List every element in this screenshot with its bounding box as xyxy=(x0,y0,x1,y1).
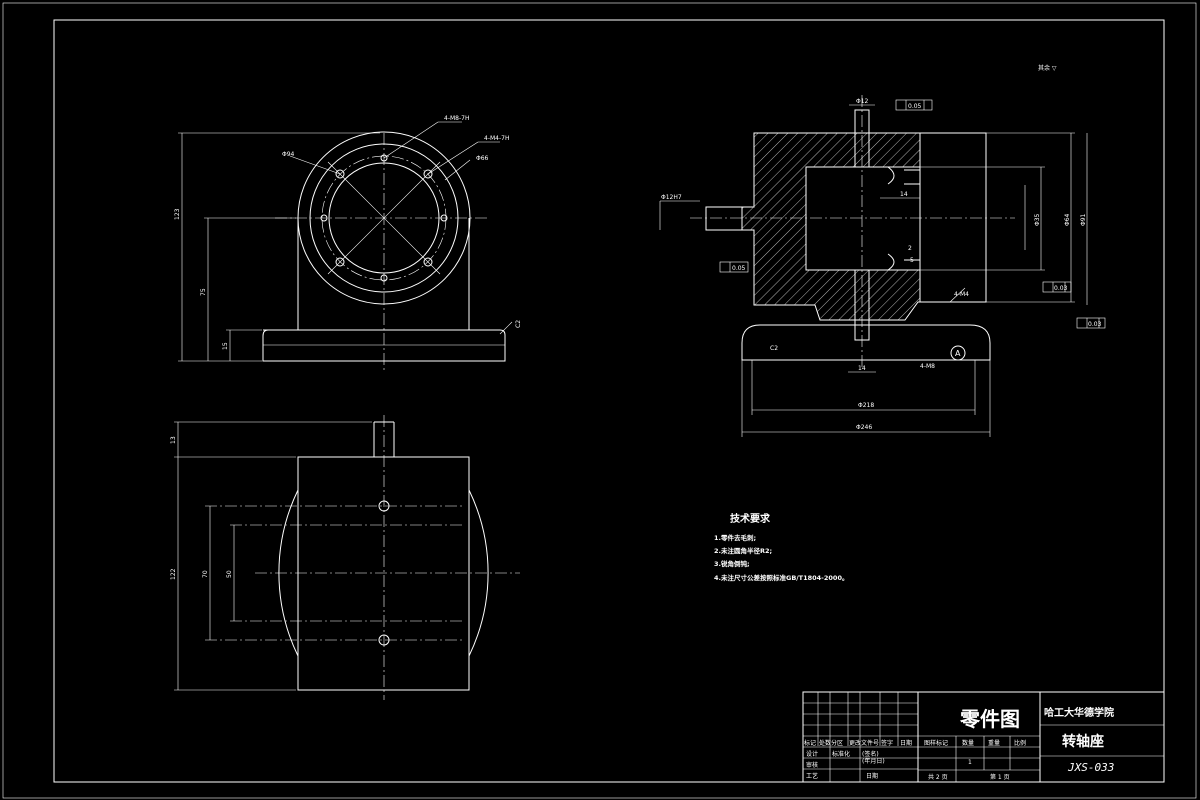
front-dim-holes-top: 4-M8-7H xyxy=(444,115,469,122)
tb-row-std: 标准化 xyxy=(832,750,850,758)
top-dim-w-in: 50 xyxy=(226,570,233,578)
tb-row-ymd: (年月日) xyxy=(862,757,885,765)
tb-row-review: 审核 xyxy=(806,761,818,769)
section-dim-w14a: 14 xyxy=(900,191,908,198)
section-dim-w14b: 14 xyxy=(858,365,866,372)
tb-row-sign: (签名) xyxy=(862,750,879,758)
tech-req-item-3: 3.锐角倒钝; xyxy=(714,559,750,568)
top-dim-w-mid: 70 xyxy=(202,570,209,578)
tb-rev-doc: 更改文件号 xyxy=(849,739,879,747)
section-view: A 0.05 0.05 0.03 0.03 Φ35 Φ64 Φ91 xyxy=(659,95,1106,437)
top-dim-width: 122 xyxy=(170,568,177,580)
section-dim-c-note: C2 xyxy=(770,345,778,352)
tb-rev-mark: 标记 xyxy=(804,739,816,747)
front-dim-d-inner: Φ66 xyxy=(476,155,489,162)
tb-stage-label: 图样标记 xyxy=(924,739,948,747)
title-block: 标记 处数 分区 更改文件号 签字 日期 设计 标准化 审核 工艺 日期 (签名… xyxy=(802,691,1165,783)
tb-part-name: 转轴座 xyxy=(1062,733,1104,750)
front-dim-height-base: 15 xyxy=(222,342,229,350)
front-dim-height-axis: 75 xyxy=(200,288,207,296)
tb-rev-date: 日期 xyxy=(900,739,912,747)
section-dim-base-b: Φ246 xyxy=(856,424,872,431)
tech-req-title: 技术要求 xyxy=(730,512,771,525)
tb-sheet-no: 第 1 页 xyxy=(990,773,1010,781)
tb-row-process: 工艺 xyxy=(806,772,818,780)
section-dim-m4: 4-M4 xyxy=(954,291,969,298)
front-dim-height-total: 123 xyxy=(174,208,181,220)
tb-qty-value: 1 xyxy=(968,759,972,766)
section-tol-right-a: 0.03 xyxy=(1054,285,1068,292)
section-tol-left: 0.05 xyxy=(732,265,746,272)
tb-school: 哈工大华德学院 xyxy=(1044,706,1114,719)
section-tol-right-b: 0.03 xyxy=(1088,321,1102,328)
tech-req-item-1: 1.零件去毛刺; xyxy=(714,533,756,542)
section-dim-side-in: Φ12H7 xyxy=(661,194,682,201)
section-datum-label: A xyxy=(955,349,961,358)
front-view: 4-M8-7H 4-M4-7H Φ94 Φ66 123 75 15 C2 xyxy=(174,115,522,370)
tech-req-item-2: 2.未注圆角半径R2; xyxy=(714,546,772,555)
section-dim-bore-a: Φ35 xyxy=(1034,213,1041,226)
section-hatched-body xyxy=(741,132,921,321)
front-dim-base-chamfer: C2 xyxy=(515,320,522,328)
section-dim-bore-b: Φ64 xyxy=(1064,213,1071,226)
section-tol-top: 0.05 xyxy=(908,103,922,110)
tb-sheets-total: 共 2 页 xyxy=(928,773,948,781)
tb-row-date: 日期 xyxy=(866,772,878,780)
section-dim-m8: 4-M8 xyxy=(920,363,935,370)
roughness-note: 其余 ▽ xyxy=(1038,64,1057,72)
tb-drawing-no: JXS-033 xyxy=(1067,761,1114,774)
front-dim-d-outer: Φ94 xyxy=(282,151,295,158)
tech-req-item-4: 4.未注尺寸公差按照标准GB/T1804-2000。 xyxy=(714,573,848,582)
tb-drawing-type: 零件图 xyxy=(959,707,1020,731)
sheet-inner-border xyxy=(53,19,1165,783)
section-dim-w5: 5 xyxy=(910,257,914,264)
tb-rev-zone: 分区 xyxy=(831,739,843,747)
front-dim-holes-side: 4-M4-7H xyxy=(484,135,509,142)
section-dim-bore-c: Φ91 xyxy=(1080,213,1087,226)
top-dim-stub: 13 xyxy=(170,436,177,444)
section-dim-base-a: Φ218 xyxy=(858,402,874,409)
tb-rev-count: 处数 xyxy=(819,739,831,747)
technical-requirements: 技术要求 1.零件去毛刺; 2.未注圆角半径R2; 3.锐角倒钝; 4.未注尺寸… xyxy=(714,512,848,582)
tb-row-design: 设计 xyxy=(806,750,818,758)
section-dim-top: Φ12 xyxy=(856,98,869,105)
top-view: 13 122 70 50 xyxy=(170,415,520,700)
tb-rev-sign: 签字 xyxy=(881,739,893,747)
tb-scale-label: 比例 xyxy=(1014,739,1026,747)
tb-weight-label: 重量 xyxy=(988,739,1000,747)
section-dim-w2: 2 xyxy=(908,245,912,252)
tb-qty-label: 数量 xyxy=(962,739,974,747)
